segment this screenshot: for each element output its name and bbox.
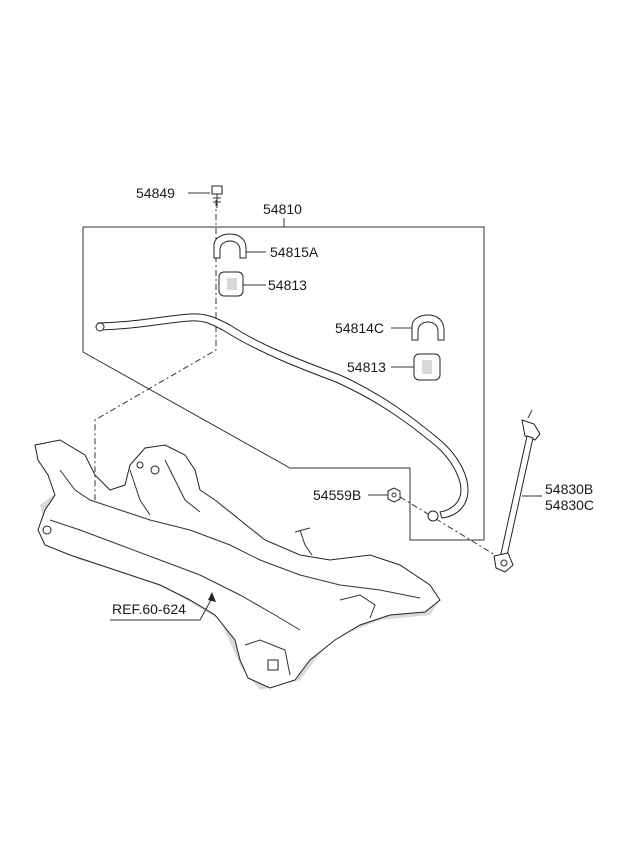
leader-bolt-to-subframe <box>94 200 217 500</box>
ref-arrowhead <box>208 592 216 602</box>
label-54810: 54810 <box>263 201 302 217</box>
label-54559b: 54559B <box>313 487 361 503</box>
label-54830b: 54830B <box>545 481 593 497</box>
bushing-54813-left <box>218 271 244 297</box>
bushing-54813-right <box>413 353 441 381</box>
label-54814c: 54814C <box>335 320 384 336</box>
assembly-bracket-outline <box>82 226 485 541</box>
label-54830c: 54830C <box>545 497 594 513</box>
bracket-54815a <box>213 233 247 259</box>
nut-54559b <box>387 487 401 503</box>
label-54815a: 54815A <box>270 244 319 260</box>
bolt-54849 <box>211 185 223 208</box>
label-54849: 54849 <box>136 185 175 201</box>
label-54813-right: 54813 <box>347 359 386 375</box>
subframe <box>34 439 441 690</box>
stabilizer-bar <box>97 313 469 519</box>
label-ref: REF.60-624 <box>112 601 186 617</box>
label-54813-left: 54813 <box>268 277 307 293</box>
stabilizer-link <box>493 409 541 573</box>
leader-ref <box>110 597 213 621</box>
bracket-54814c <box>411 314 445 341</box>
leader-nut-to-link <box>399 496 501 559</box>
